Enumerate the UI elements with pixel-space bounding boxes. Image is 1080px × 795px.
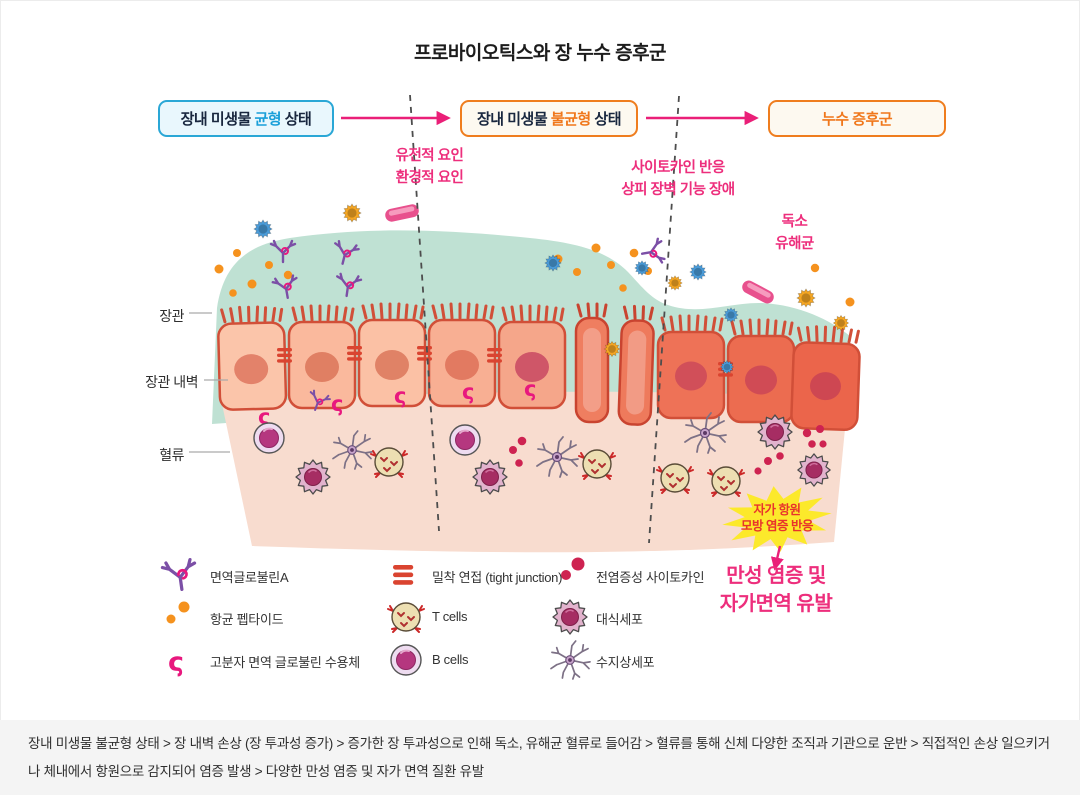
pro-inflammatory-cytokine-icon xyxy=(561,557,585,580)
t-cell-icon xyxy=(707,466,745,497)
antimicrobial-peptide-icon xyxy=(166,601,190,624)
flow-box-leaky-gut: 누수 증후군 xyxy=(768,100,946,137)
legend-item-b-cells: B cells xyxy=(432,652,469,667)
macrophage-icon xyxy=(552,599,588,635)
dendritic-cell-icon xyxy=(536,436,579,478)
box-text: 누수 증후군 xyxy=(821,111,893,128)
legend-item-iga: 면역글로불린A xyxy=(210,570,289,585)
immunoglobulin-a-icons xyxy=(269,237,667,415)
t-cell-icon xyxy=(387,602,425,633)
tight-junction-bars xyxy=(277,346,733,377)
outcome-label: 만성 염증 및 자가면역 유발 xyxy=(719,565,833,616)
pathogen-icon xyxy=(796,288,816,308)
box-text: 장내 미생물 xyxy=(180,111,255,128)
box-text: 장내 미생물 xyxy=(476,111,551,128)
svg-text:ς: ς xyxy=(331,392,343,416)
bacteria-rod-icon xyxy=(739,278,777,306)
pathogen-icon xyxy=(832,314,850,332)
macrophage-icon xyxy=(295,459,331,495)
toxin-label: 독소 유해균 xyxy=(775,214,814,253)
dendritic-cell-icon xyxy=(684,412,727,454)
region-label-gut-wall: 장관 내벽 xyxy=(145,374,198,390)
epithelial-cell xyxy=(218,306,287,410)
process-summary-bar: 장내 미생물 불균형 상태 > 장 내벽 손상 (장 투과성 증가) > 증가한… xyxy=(0,720,1080,795)
pig-receptor-icons: ς ς ς ς ς xyxy=(258,377,536,429)
pathogen-icon xyxy=(603,340,621,358)
flow-box-balanced: 장내 미생물 균형 상태 xyxy=(158,100,334,137)
virus-icon xyxy=(689,263,707,281)
virus-icon xyxy=(720,360,734,374)
cytokine-dots xyxy=(509,425,827,475)
epithelial-cell xyxy=(429,304,495,406)
macrophage-icon xyxy=(797,453,831,487)
legend-item-cytokine: 전염증성 사이토카인 xyxy=(596,570,705,585)
dendritic-cell-icon xyxy=(550,640,591,680)
flow-box-imbalanced: 장내 미생물 불균형 상태 xyxy=(460,100,638,137)
region-label-lumen: 장관 xyxy=(159,308,184,324)
lumen-region xyxy=(212,230,850,424)
svg-text:ς: ς xyxy=(258,405,270,429)
t-cell-icon xyxy=(656,463,694,494)
damaged-epithelial-cell xyxy=(658,316,724,418)
legend-item-macrophage: 대식세포 xyxy=(596,612,643,627)
virus-icon xyxy=(723,307,739,323)
legend-item-dendritic: 수지상세포 xyxy=(596,655,655,670)
macrophage-icon xyxy=(757,414,793,450)
box-highlight: 균형 xyxy=(254,111,282,128)
bacteria-rod-icon xyxy=(384,203,420,223)
damaged-epithelial-cell xyxy=(574,302,610,424)
b-cell-icon xyxy=(390,644,422,676)
dendritic-cell-icon xyxy=(332,430,373,470)
virus-icon xyxy=(253,219,273,239)
legend-item-amp: 항균 펩타이드 xyxy=(210,612,284,627)
svg-text:ς: ς xyxy=(394,384,406,408)
svg-text:ς: ς xyxy=(524,377,536,401)
box-text: 상태 xyxy=(590,111,622,128)
macrophage-icon xyxy=(472,459,508,495)
page-title: 프로바이오틱스와 장 누수 증후군 xyxy=(413,43,667,64)
factor-label-genetic-environmental: 유전적 요인 환경적 요인 xyxy=(395,148,464,187)
pathogen-icon xyxy=(667,275,683,291)
pathogen-icon xyxy=(342,203,362,223)
t-cell-icon xyxy=(578,449,616,480)
starburst-label: 자가 항원 모방 염증 반응 xyxy=(741,503,813,534)
legend-item-tight-junction: 밀착 연접 (tight junction) xyxy=(432,570,563,585)
damaged-epithelial-cell xyxy=(616,304,656,427)
damaged-epithelial-cell xyxy=(791,326,861,430)
legend-item-t-cells: T cells xyxy=(432,609,468,624)
box-text: 상태 xyxy=(281,111,312,128)
region-label-bloodstream: 혈류 xyxy=(159,447,184,463)
epithelial-cell xyxy=(289,306,355,408)
epithelial-cell xyxy=(499,306,565,408)
epithelial-cell xyxy=(359,304,425,406)
legend-item-pigr: 고분자 면역 글로불린 수용체 xyxy=(210,655,360,670)
box-highlight: 불균형 xyxy=(550,111,591,128)
tight-junction-icon xyxy=(393,565,414,585)
b-cell-icon xyxy=(253,422,285,454)
damaged-epithelial-cell xyxy=(728,320,794,422)
process-summary-text: 장내 미생물 불균형 상태 > 장 내벽 손상 (장 투과성 증가) > 증가한… xyxy=(28,736,1050,779)
polymeric-immunoglobulin-receptor-icon: ς xyxy=(168,647,184,678)
virus-icon xyxy=(634,260,650,276)
b-cell-icon xyxy=(449,424,481,456)
svg-text:ς: ς xyxy=(462,380,474,404)
virus-icon xyxy=(544,254,562,272)
immunoglobulin-a-icon xyxy=(160,557,200,594)
t-cell-icon xyxy=(370,447,408,478)
factor-label-cytokine-barrier: 사이토카인 반응 상피 장벽 기능 장애 xyxy=(621,160,735,199)
